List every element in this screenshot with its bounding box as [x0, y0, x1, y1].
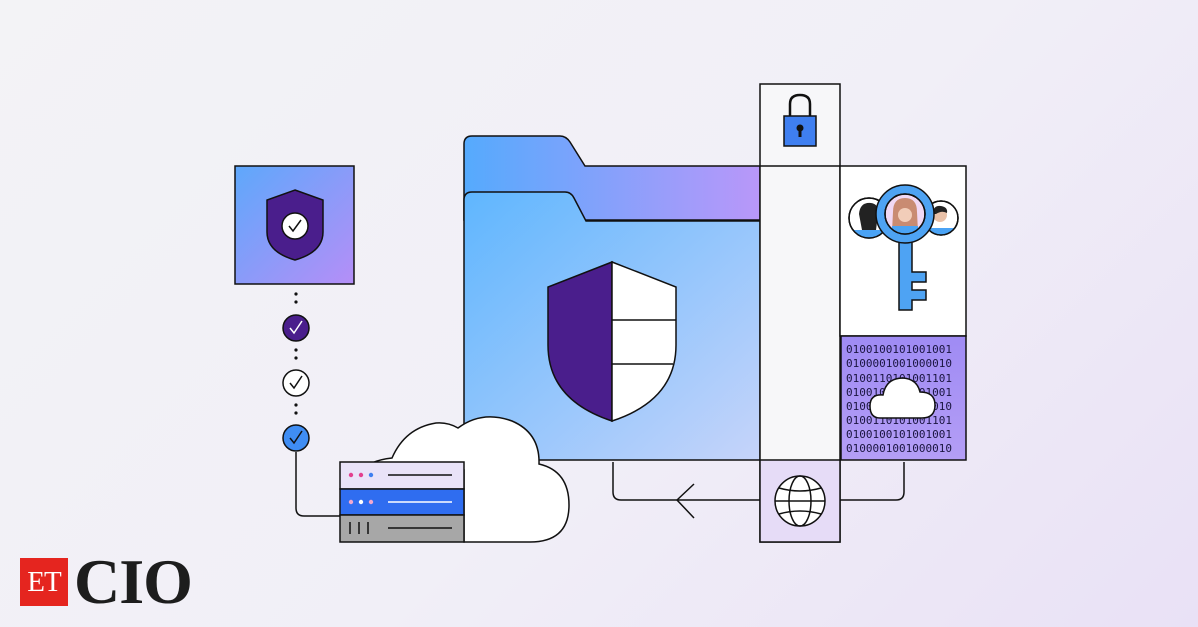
dotted-connector [294, 292, 298, 415]
check-icon [289, 430, 303, 445]
key-card [839, 165, 967, 337]
check-icon [289, 375, 303, 390]
logo-cio-text: CIO [74, 546, 193, 617]
logo-et-badge: ET [20, 558, 68, 606]
check-step-3 [282, 424, 310, 452]
globe-icon [774, 475, 826, 527]
globe-tile [759, 459, 841, 543]
binary-line: 0100100101001001 [846, 343, 952, 356]
small-cloud-icon [869, 377, 936, 419]
server-stack [339, 461, 465, 543]
binary-line: 0100001001000010 [846, 442, 952, 455]
binary-line: 0100001001000010 [846, 357, 952, 370]
check-circle-icon [281, 212, 309, 240]
lock-icon [783, 93, 817, 147]
shield-card [234, 165, 355, 285]
connector-lines [295, 452, 905, 519]
large-shield-icon [547, 260, 677, 423]
key-icon [875, 184, 935, 311]
binary-card: 0100100101001001 0100001001000010 010011… [840, 335, 967, 461]
binary-line: 0100100101001001 [846, 428, 952, 441]
check-step-1 [282, 314, 310, 342]
etcio-logo: ET CIO [20, 546, 193, 617]
check-step-2 [282, 369, 310, 397]
check-icon [289, 320, 303, 335]
